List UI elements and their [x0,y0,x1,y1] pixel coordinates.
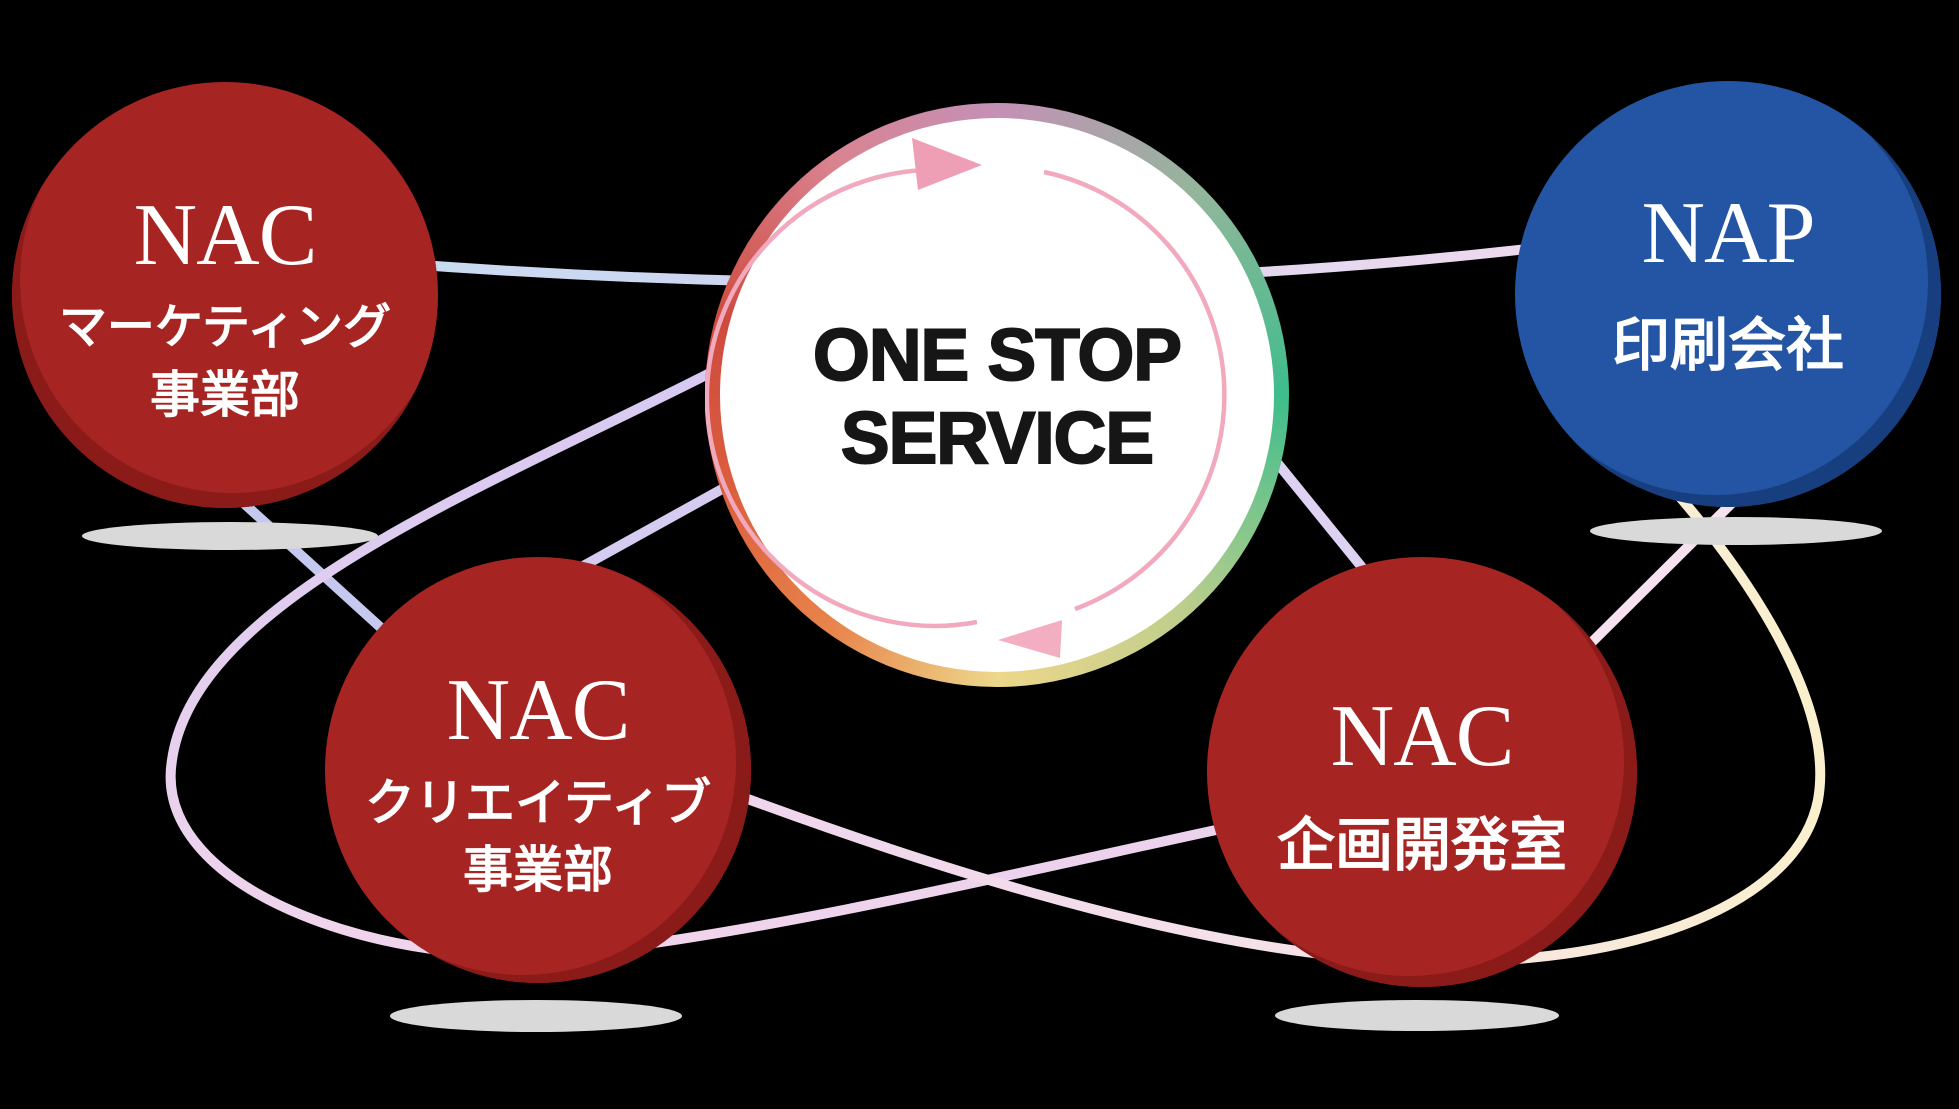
node-nac-marketing: NAC マーケティング 事業部 [12,82,438,508]
hub-title-line2: SERVICE [840,397,1155,480]
node-dept-label: 事業部 [463,842,613,898]
node-org-label: NAC [133,187,318,284]
node-org-label: NAP [1641,184,1815,282]
node-nac-planning: NAC 企画開発室 [1207,557,1637,987]
orbit-curve-right [740,483,1826,967]
node-nac-creative: NAC クリエイティブ 事業部 [325,557,751,983]
ground-shadow [82,522,378,550]
ground-shadow [1590,517,1882,545]
rotation-arc-right [1043,169,1227,612]
node-dept-label: 事業部 [149,367,300,423]
node-dept-label: マーケティング [58,301,392,354]
hub-gradient-ring: ONE STOP SERVICE [705,103,1289,687]
node-org-label: NAC [1330,688,1515,785]
hub-circle: ONE STOP SERVICE [720,118,1274,672]
orbit-curve-left [165,367,1277,961]
rotation-ring [705,138,1227,658]
rotation-arrow-icon [998,620,1062,658]
ground-shadow [390,1000,682,1032]
node-dept-label: 企画開発室 [1276,813,1567,878]
node-org-label: NAC [446,662,631,759]
node-nap-printing: NAP 印刷会社 [1515,81,1941,507]
ground-shadow [1275,1000,1559,1031]
node-dept-label: 印刷会社 [1611,312,1844,378]
rotation-arrow-icon [912,138,982,190]
rotation-arc-left [705,167,978,629]
node-dept-label: クリエイティブ [365,775,711,831]
hub-title-line1: ONE STOP [812,314,1183,397]
